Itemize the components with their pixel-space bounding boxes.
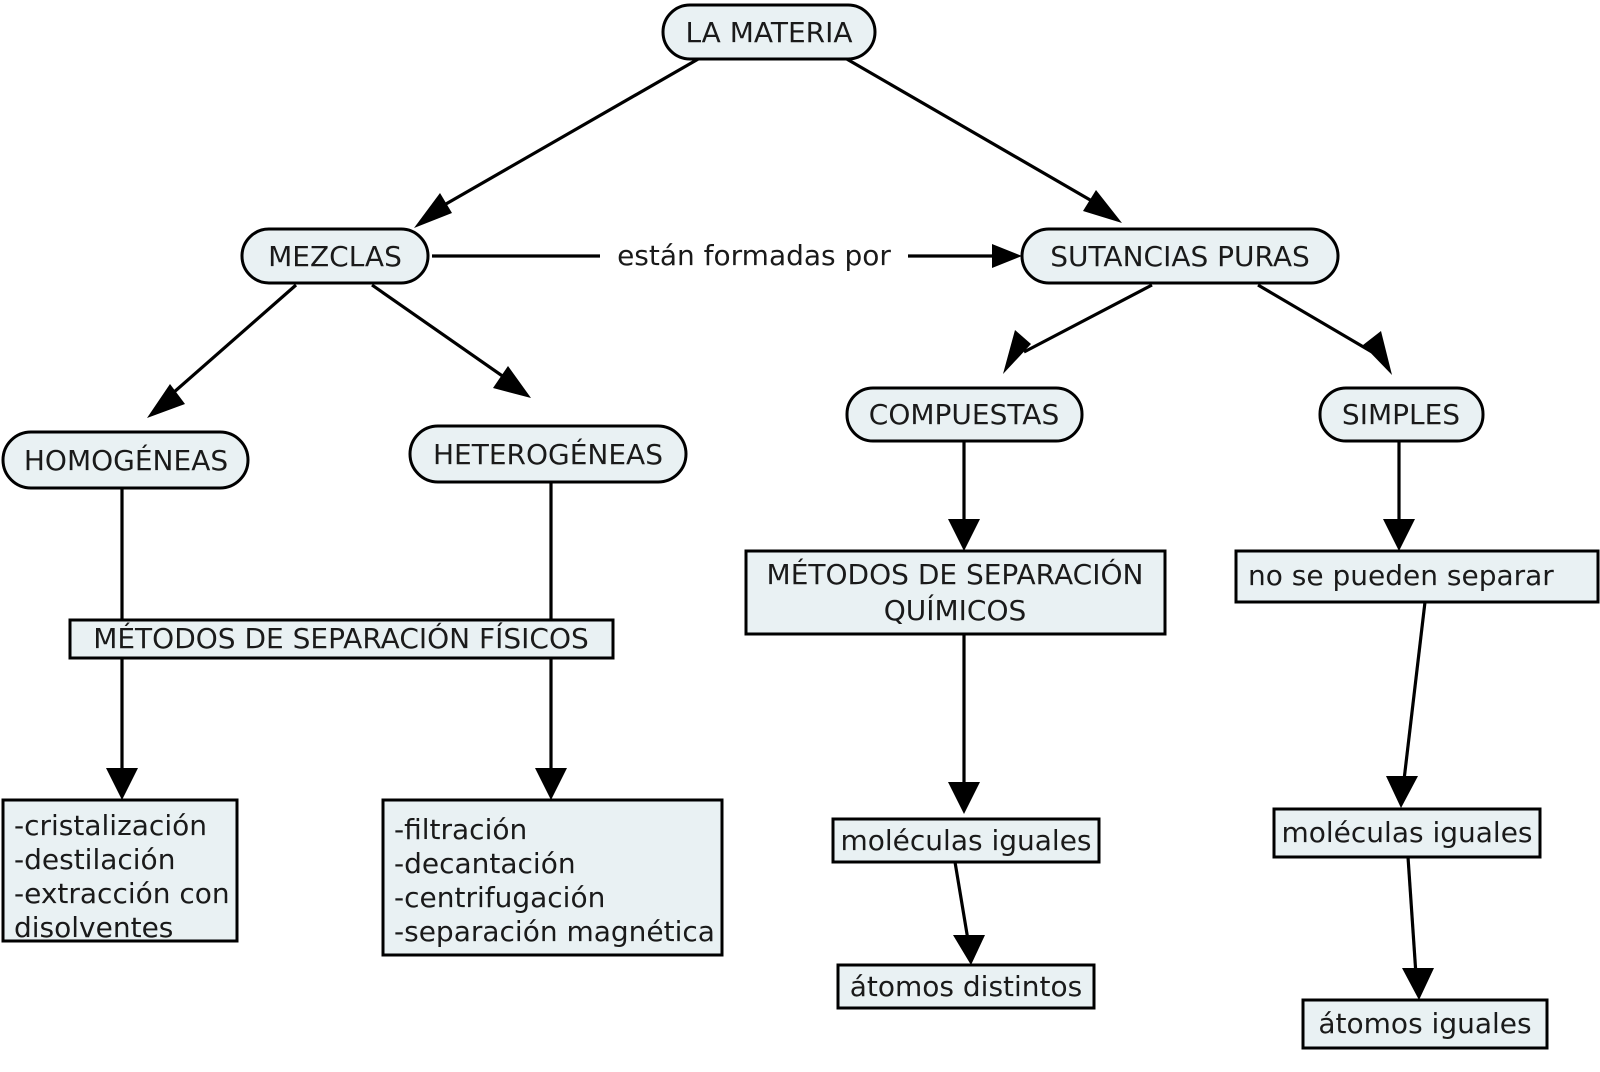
list-item-cristalizacion: -cristalización bbox=[14, 809, 207, 842]
edge-line bbox=[953, 861, 970, 941]
node-label-la-materia: LA MATERIA bbox=[685, 16, 852, 49]
edge-line bbox=[1023, 283, 1153, 354]
list-item-separacion-magnetica: -separación magnética bbox=[394, 915, 715, 948]
arrowhead-icon bbox=[948, 782, 980, 814]
arrowhead-icon bbox=[1363, 331, 1392, 375]
edge-materia-to-mezclas bbox=[414, 56, 701, 228]
edge-line bbox=[1257, 283, 1373, 354]
node-shape bbox=[831, 817, 1101, 864]
node-moleculas-iguales-simples[interactable]: moléculas iguales bbox=[1272, 807, 1542, 859]
edge-sustancias-to-compuestas bbox=[1003, 283, 1153, 374]
node-shape bbox=[381, 798, 724, 957]
node-shape bbox=[1234, 549, 1600, 604]
node-la-materia[interactable]: LA MATERIA bbox=[661, 3, 877, 61]
node-label-simples: SIMPLES bbox=[1342, 398, 1460, 431]
arrowhead-icon bbox=[948, 519, 980, 551]
node-compuestas[interactable]: COMPUESTAS bbox=[845, 386, 1084, 443]
list-item-destilacion: -destilación bbox=[14, 843, 175, 876]
node-homogeneas[interactable]: HOMOGÉNEAS bbox=[1, 430, 250, 490]
node-label-atomos-iguales: átomos iguales bbox=[1318, 1007, 1531, 1040]
node-label-atomos-distintos: átomos distintos bbox=[850, 970, 1083, 1003]
edge-no-separar-to-moleculas-iguales bbox=[1386, 601, 1427, 808]
arrowhead-icon bbox=[106, 768, 138, 800]
node-shape bbox=[1, 798, 239, 943]
node-shape bbox=[661, 3, 877, 61]
node-shape bbox=[744, 549, 1167, 636]
node-label-heterogeneas: HETEROGÉNEAS bbox=[433, 437, 663, 471]
edge-line bbox=[1406, 856, 1418, 976]
arrowhead-icon bbox=[535, 768, 567, 800]
node-label-compuestas: COMPUESTAS bbox=[869, 398, 1059, 431]
node-metodos-separacion-quimicos[interactable]: MÉTODOS DE SEPARACIÓN QUÍMICOS bbox=[744, 549, 1167, 636]
node-label-homogeneas: HOMOGÉNEAS bbox=[24, 443, 228, 477]
arrowhead-icon bbox=[1083, 190, 1122, 223]
edge-metodos-fisicos-to-lista-homogeneas bbox=[106, 657, 138, 800]
node-atomos-iguales[interactable]: átomos iguales bbox=[1301, 998, 1549, 1050]
node-label-moleculas-iguales: moléculas iguales bbox=[1281, 816, 1532, 849]
edge-sustancias-to-simples bbox=[1257, 283, 1392, 375]
node-sutancias-puras[interactable]: SUTANCIAS PURAS bbox=[1020, 227, 1340, 285]
node-atomos-distintos[interactable]: átomos distintos bbox=[836, 963, 1096, 1010]
node-lista-metodos-homogeneas[interactable]: -cristalización -destilación -extracción… bbox=[1, 798, 239, 944]
node-label-moleculas-iguales: moléculas iguales bbox=[840, 824, 1091, 857]
node-metodos-separacion-fisicos[interactable]: MÉTODOS DE SEPARACIÓN FÍSICOS bbox=[68, 618, 615, 660]
node-label-metodos-fisicos: MÉTODOS DE SEPARACIÓN FÍSICOS bbox=[93, 621, 589, 655]
arrowhead-icon bbox=[1383, 519, 1415, 551]
node-label-metodos-quimicos-line1: MÉTODOS DE SEPARACIÓN bbox=[767, 557, 1144, 591]
arrowhead-icon bbox=[1402, 968, 1434, 1000]
arrowhead-icon bbox=[147, 384, 185, 418]
edge-line bbox=[1402, 601, 1427, 781]
arrowhead-icon bbox=[992, 244, 1022, 268]
edge-mezclas-to-heterogeneas bbox=[371, 283, 531, 398]
edge-simples-to-no-separar bbox=[1383, 441, 1415, 551]
node-shape bbox=[836, 963, 1096, 1010]
node-moleculas-iguales-compuestas[interactable]: moléculas iguales bbox=[831, 817, 1101, 864]
edge-materia-to-sustancias bbox=[844, 56, 1122, 223]
list-item-extraccion-con: -extracción con bbox=[14, 877, 230, 910]
node-shape bbox=[1272, 807, 1542, 859]
edge-metodos-fisicos-to-lista-heterogeneas bbox=[535, 657, 567, 800]
list-item-filtracion: -filtración bbox=[394, 813, 527, 846]
list-item-centrifugacion: -centrifugación bbox=[394, 881, 605, 914]
edge-line bbox=[844, 56, 1105, 210]
list-item-disolventes: disolventes bbox=[14, 911, 173, 944]
edge-moleculas-iguales-to-atomos-iguales bbox=[1402, 856, 1434, 1000]
node-label-no-se-pueden-separar: no se pueden separar bbox=[1248, 559, 1554, 592]
node-label-sutancias-puras: SUTANCIAS PURAS bbox=[1050, 240, 1310, 273]
node-label-mezclas: MEZCLAS bbox=[268, 240, 402, 273]
edge-compuestas-to-metodos-quimicos bbox=[948, 441, 980, 551]
edge-moleculas-iguales-to-atomos-distintos bbox=[953, 861, 985, 965]
node-heterogeneas[interactable]: HETEROGÉNEAS bbox=[408, 424, 688, 484]
node-shape bbox=[1, 430, 250, 490]
node-shape bbox=[1318, 386, 1485, 443]
edge-line bbox=[163, 283, 298, 402]
node-shape bbox=[845, 386, 1084, 443]
arrowhead-icon bbox=[493, 366, 531, 398]
node-no-se-pueden-separar[interactable]: no se pueden separar bbox=[1234, 549, 1600, 604]
edge-mezclas-to-sustancias: están formadas por bbox=[432, 239, 1022, 272]
edge-line bbox=[371, 283, 512, 384]
node-shape bbox=[240, 227, 430, 285]
node-shape bbox=[1020, 227, 1340, 285]
arrowhead-icon bbox=[1003, 330, 1031, 374]
node-label-metodos-quimicos-line2: QUÍMICOS bbox=[884, 593, 1027, 627]
edge-label-estan-formadas-por: están formadas por bbox=[617, 239, 891, 272]
node-mezclas[interactable]: MEZCLAS bbox=[240, 227, 430, 285]
arrowhead-icon bbox=[953, 935, 985, 965]
node-lista-metodos-heterogeneas[interactable]: -filtración -decantación -centrifugación… bbox=[381, 798, 724, 957]
edge-metodos-quimicos-to-moleculas-iguales bbox=[948, 634, 980, 814]
node-simples[interactable]: SIMPLES bbox=[1318, 386, 1485, 443]
node-shape bbox=[68, 618, 615, 660]
arrowhead-icon bbox=[414, 193, 452, 228]
arrowhead-icon bbox=[1386, 776, 1418, 808]
edge-mezclas-to-homogeneas bbox=[147, 283, 298, 418]
list-item-decantacion: -decantación bbox=[394, 847, 576, 880]
edge-line bbox=[431, 56, 701, 214]
node-shape bbox=[1301, 998, 1549, 1050]
node-shape bbox=[408, 424, 688, 484]
